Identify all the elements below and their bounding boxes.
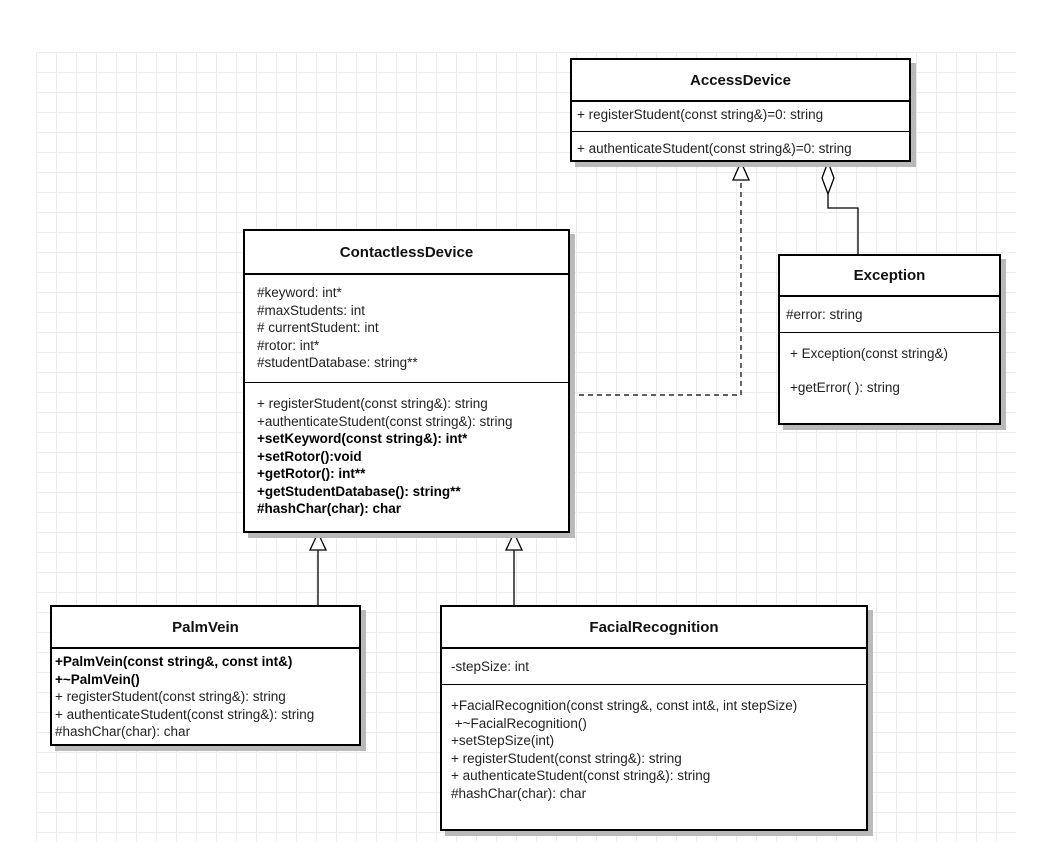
- class-palmvein-title: PalmVein: [52, 607, 359, 649]
- class-exception[interactable]: Exception #error: string + Exception(con…: [778, 254, 1001, 425]
- attribute: #studentDatabase: string**: [257, 355, 418, 370]
- class-facialrecognition-title: FacialRecognition: [442, 607, 866, 649]
- method: #hashChar(char): char: [451, 785, 587, 801]
- class-facialrecognition[interactable]: FacialRecognition -stepSize: int +Facial…: [440, 605, 868, 831]
- class-accessdevice-title: AccessDevice: [572, 60, 909, 102]
- class-palmvein-methods: +PalmVein(const string&, const int&) +~P…: [52, 649, 359, 741]
- method: +~PalmVein(): [55, 671, 140, 687]
- class-facialrecognition-attributes: -stepSize: int: [442, 649, 866, 685]
- attribute: #error: string: [786, 307, 863, 322]
- attribute: #keyword: int*: [257, 285, 342, 300]
- method: +setKeyword(const string&): int*: [257, 431, 468, 446]
- method: + registerStudent(const string&): string: [451, 750, 682, 766]
- attribute: #maxStudents: int: [257, 302, 366, 318]
- method: +getError( ): string: [790, 379, 900, 395]
- divider: [572, 131, 909, 132]
- method: + authenticateStudent(const string&): st…: [451, 768, 711, 783]
- method: + registerStudent(const string&): string: [257, 396, 488, 411]
- class-facialrecognition-methods: +FacialRecognition(const string&, const …: [442, 685, 866, 802]
- method: #hashChar(char): char: [55, 724, 191, 739]
- method: #hashChar(char): char: [257, 501, 402, 516]
- class-accessdevice-methods: + registerStudent(const string&)=0: stri…: [572, 102, 909, 160]
- method: + authenticateStudent(const string&): st…: [55, 706, 315, 722]
- method: +FacialRecognition(const string&, const …: [451, 698, 798, 713]
- class-contactlessdevice[interactable]: ContactlessDevice #keyword: int* #maxStu…: [243, 229, 570, 533]
- method: +setStepSize(int): [451, 733, 555, 748]
- method: + registerStudent(const string&)=0: stri…: [577, 107, 824, 122]
- attribute: -stepSize: int: [451, 659, 530, 674]
- method: +setRotor():void: [257, 448, 362, 464]
- method: + Exception(const string&): [790, 346, 948, 361]
- class-contactlessdevice-methods: + registerStudent(const string&): string…: [245, 383, 568, 518]
- method: + authenticateStudent(const string&)=0: …: [577, 141, 852, 156]
- method: +~FacialRecognition(): [451, 715, 587, 731]
- class-contactlessdevice-attributes: #keyword: int* #maxStudents: int # curre…: [245, 275, 568, 383]
- class-exception-methods: + Exception(const string&) +getError( ):…: [780, 333, 999, 396]
- method: +getRotor(): int**: [257, 466, 366, 481]
- class-palmvein[interactable]: PalmVein +PalmVein(const string&, const …: [50, 605, 361, 746]
- class-contactlessdevice-title: ContactlessDevice: [245, 231, 568, 275]
- attribute: #rotor: int*: [257, 337, 320, 353]
- class-exception-title: Exception: [780, 256, 999, 297]
- class-accessdevice[interactable]: AccessDevice + registerStudent(const str…: [570, 58, 911, 162]
- class-exception-attributes: #error: string: [780, 297, 999, 333]
- method: +authenticateStudent(const string&): str…: [257, 413, 513, 429]
- method: + registerStudent(const string&): string: [55, 689, 286, 704]
- attribute: # currentStudent: int: [257, 320, 379, 335]
- method: +getStudentDatabase(): string**: [257, 483, 461, 499]
- method: +PalmVein(const string&, const int&): [55, 654, 293, 669]
